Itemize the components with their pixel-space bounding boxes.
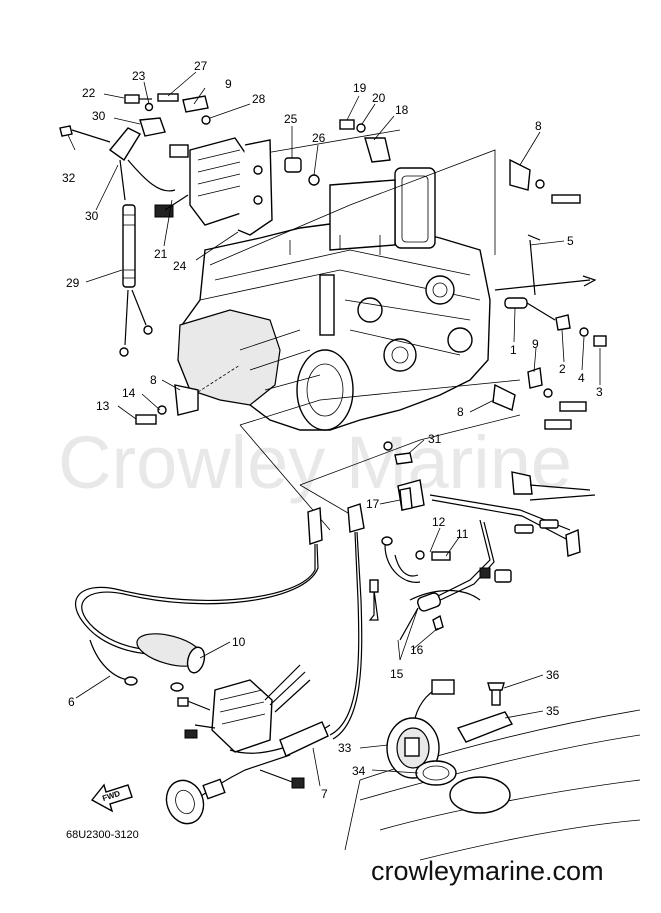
callout-26: 26 xyxy=(312,131,326,145)
callout-29: 29 xyxy=(66,276,80,290)
callout-17: 17 xyxy=(366,497,380,511)
watermark-text: Crowley Marine xyxy=(58,421,572,504)
callout-32: 32 xyxy=(62,171,76,185)
callout-36: 36 xyxy=(546,668,560,682)
callout-14: 14 xyxy=(122,386,136,400)
callout-numbers: 27 23 9 22 28 30 19 20 18 25 26 8 32 30 … xyxy=(62,59,603,801)
callout-16: 16 xyxy=(410,643,424,657)
callout-13: 13 xyxy=(96,399,110,413)
callout-7: 7 xyxy=(321,787,328,801)
wire-harness-drawing xyxy=(75,503,365,825)
left-bracket-drawing xyxy=(135,364,241,425)
callout-9-right: 9 xyxy=(532,337,539,351)
right-harness-drawing xyxy=(368,441,596,641)
callout-6: 6 xyxy=(68,695,75,709)
callout-1: 1 xyxy=(510,343,517,357)
callout-19: 19 xyxy=(353,81,367,95)
callout-8-right-lower: 8 xyxy=(457,405,464,419)
switch-panel-drawing xyxy=(344,679,641,861)
callout-31: 31 xyxy=(428,432,442,446)
callout-24: 24 xyxy=(173,259,187,273)
callout-18: 18 xyxy=(395,103,409,117)
callout-4: 4 xyxy=(578,371,585,385)
callout-23: 23 xyxy=(132,69,146,83)
fwd-arrow-drawing: FWD xyxy=(90,783,133,813)
callout-3: 3 xyxy=(596,385,603,399)
diagram-code: 68U2300-3120 xyxy=(66,829,139,841)
callout-27: 27 xyxy=(194,59,208,73)
callout-22: 22 xyxy=(82,86,96,100)
callout-35: 35 xyxy=(546,704,560,718)
engine-block-drawing xyxy=(177,167,491,431)
callout-leaders xyxy=(67,71,601,787)
callout-12: 12 xyxy=(432,515,446,529)
callout-8-left: 8 xyxy=(150,373,157,387)
callout-9-top: 9 xyxy=(225,77,232,91)
callout-10: 10 xyxy=(232,635,246,649)
callout-11: 11 xyxy=(456,527,469,541)
callout-20: 20 xyxy=(372,91,386,105)
callout-5: 5 xyxy=(567,234,574,248)
callout-30-lower: 30 xyxy=(85,209,99,223)
callout-28: 28 xyxy=(252,92,266,106)
spark-plug-caps-drawing xyxy=(59,117,176,357)
right-brackets-drawing xyxy=(492,158,607,430)
callout-2: 2 xyxy=(559,362,566,376)
cdi-unit-drawing xyxy=(154,137,273,236)
callout-21: 21 xyxy=(154,247,168,261)
callout-34: 34 xyxy=(352,764,366,778)
callout-30-top: 30 xyxy=(92,109,106,123)
callout-33: 33 xyxy=(338,741,352,755)
footer-site-text: crowleymarine.com xyxy=(371,856,604,886)
callout-25: 25 xyxy=(284,112,298,126)
callout-8-right-top: 8 xyxy=(535,119,542,133)
callout-15: 15 xyxy=(390,667,404,681)
